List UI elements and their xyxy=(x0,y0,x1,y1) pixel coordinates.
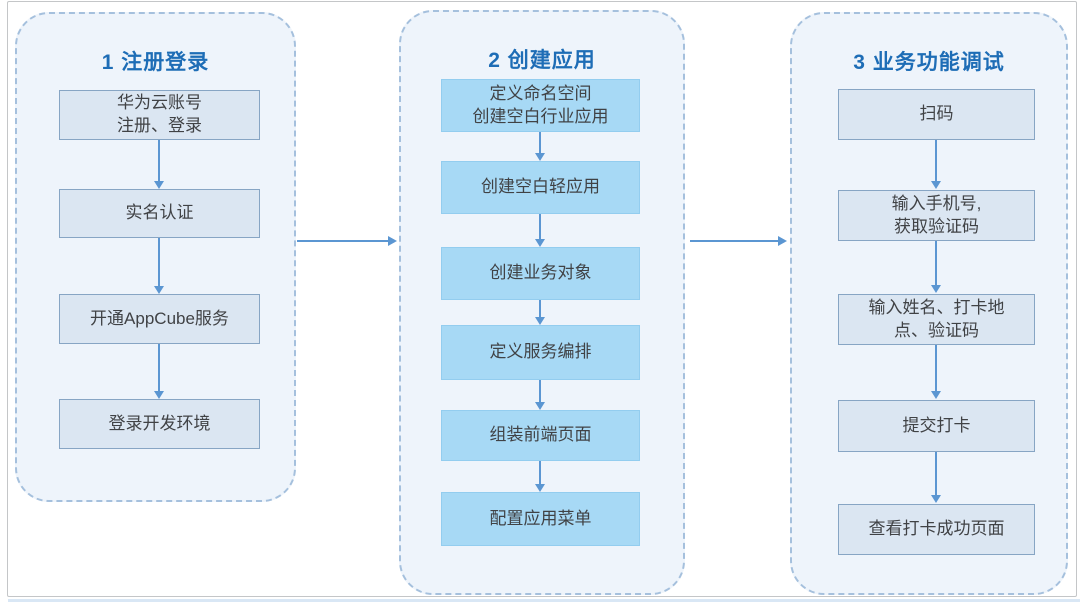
down-arrow-icon xyxy=(539,380,541,403)
step-create-light-app: 创建空白轻应用 xyxy=(441,161,640,214)
down-arrow-icon xyxy=(935,345,937,392)
step-enter-phone-get-code: 输入手机号, 获取验证码 xyxy=(838,190,1035,241)
right-arrow-icon xyxy=(297,240,389,242)
panel-debug-functions: 3 业务功能调试 扫码 输入手机号, 获取验证码 输入姓名、打卡地 点、验证码 … xyxy=(790,12,1068,595)
step-assemble-frontend-pages: 组装前端页面 xyxy=(441,410,640,461)
down-arrow-icon xyxy=(935,452,937,496)
step-define-service-orchestration: 定义服务编排 xyxy=(441,325,640,380)
step-scan-code: 扫码 xyxy=(838,89,1035,140)
step-real-name-auth: 实名认证 xyxy=(59,189,260,238)
panel-register-login: 1 注册登录 华为云账号 注册、登录 实名认证 开通AppCube服务 登录开发… xyxy=(15,12,296,502)
panel-create-app-title: 2 创建应用 xyxy=(488,49,596,73)
down-arrow-icon xyxy=(539,300,541,318)
panel-register-login-title: 1 注册登录 xyxy=(101,51,210,75)
down-arrow-icon xyxy=(935,140,937,182)
down-arrow-icon xyxy=(158,140,160,182)
step-enter-name-location-code: 输入姓名、打卡地 点、验证码 xyxy=(838,294,1035,345)
panel-create-app: 2 创建应用 定义命名空间 创建空白行业应用 创建空白轻应用 创建业务对象 定义… xyxy=(399,10,685,595)
step-submit-checkin: 提交打卡 xyxy=(838,400,1035,452)
step-configure-app-menu: 配置应用菜单 xyxy=(441,492,640,546)
right-arrow-icon xyxy=(690,240,779,242)
down-arrow-icon xyxy=(539,214,541,240)
down-arrow-icon xyxy=(158,238,160,287)
step-define-namespace: 定义命名空间 创建空白行业应用 xyxy=(441,79,640,132)
step-huawei-cloud-account: 华为云账号 注册、登录 xyxy=(59,90,260,140)
down-arrow-icon xyxy=(539,132,541,154)
step-create-business-object: 创建业务对象 xyxy=(441,247,640,300)
down-arrow-icon xyxy=(158,344,160,392)
step-view-success-page: 查看打卡成功页面 xyxy=(838,504,1035,555)
step-login-dev-env: 登录开发环境 xyxy=(59,399,260,449)
down-arrow-icon xyxy=(539,461,541,485)
panel-debug-functions-title: 3 业务功能调试 xyxy=(853,51,1005,75)
step-enable-appcube: 开通AppCube服务 xyxy=(59,294,260,344)
down-arrow-icon xyxy=(935,241,937,286)
bottom-divider xyxy=(8,599,1080,602)
